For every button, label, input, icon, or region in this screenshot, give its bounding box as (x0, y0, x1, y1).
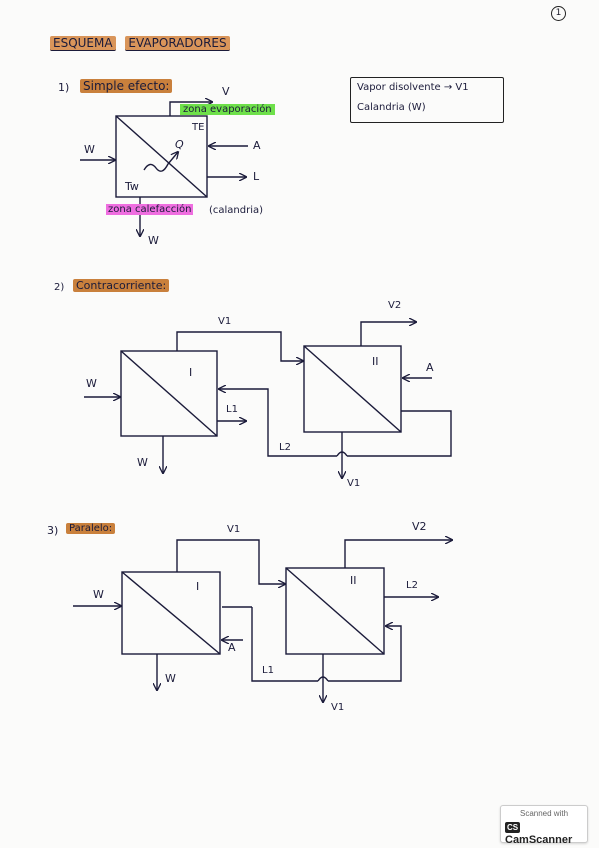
countercurrent-evaporators (84, 322, 452, 478)
s2-label-v1: V1 (218, 316, 232, 327)
s3-label-v1-out: V1 (331, 702, 345, 713)
s2-label-ii: II (372, 355, 379, 368)
evaporator-box (115, 115, 208, 198)
s2-label-i: I (189, 366, 193, 379)
s2-label-v2: V2 (388, 300, 402, 311)
section2-number: 2) (54, 282, 65, 293)
page-number: 1 (551, 6, 566, 21)
s2-label-w-out: W (137, 456, 148, 469)
note-line-2: Calandria (W) (357, 102, 426, 113)
l2-loop-right (347, 410, 452, 457)
header: ESQUEMA EVAPORADORES (50, 36, 230, 51)
l2-loop-left (219, 389, 337, 457)
v1-connection-3 (176, 539, 285, 584)
heat-flow-arrow (143, 152, 178, 172)
v2-outlet-arrow (360, 322, 416, 346)
effect-one-box (120, 350, 218, 437)
note-box (350, 77, 504, 123)
label-w-in: W (84, 143, 95, 156)
label-te: TE (192, 122, 205, 133)
vapor-outlet-arrow (169, 102, 212, 116)
camscanner-watermark: Scanned with CSCamScanner (500, 805, 588, 846)
s3-label-a: A (228, 641, 236, 654)
label-zona-evaporacion: zona evaporación (180, 104, 275, 115)
s3-label-i: I (196, 580, 200, 593)
l1-loop-right (328, 626, 402, 682)
label-l: L (253, 170, 260, 183)
effect-one-box-3 (121, 571, 221, 655)
effect-two-diagonal-3 (285, 567, 385, 655)
section1-title: Simple efecto: (80, 79, 173, 93)
s3-label-ii: II (350, 574, 357, 587)
label-q: Q (175, 138, 184, 151)
label-calandria: (calandria) (209, 205, 264, 216)
section1-number: 1) (58, 81, 70, 94)
s2-label-l2: L2 (279, 442, 291, 453)
s2-label-l1: L1 (226, 404, 238, 415)
label-zona-calefaccion: zona calefacción (106, 204, 194, 215)
l1-loop-left (251, 607, 318, 682)
v1-connection (176, 331, 303, 361)
watermark-brand: CSCamScanner (505, 822, 587, 846)
header-word-1: ESQUEMA (50, 36, 116, 51)
section3-title: Paralelo: (66, 523, 116, 534)
s3-label-l2: L2 (406, 580, 418, 591)
s3-label-v1: V1 (227, 524, 241, 535)
label-a: A (253, 139, 261, 152)
s3-label-l1: L1 (262, 665, 274, 676)
section3-number: 3) (47, 524, 59, 537)
effect-one-diagonal (120, 350, 218, 437)
s2-label-v1-out: V1 (347, 478, 361, 489)
label-tw: Tw (125, 180, 139, 193)
watermark-line-2: CamScanner (505, 834, 573, 846)
label-v: V (222, 85, 230, 98)
header-word-2: EVAPORADORES (125, 36, 230, 51)
s3-label-w-out: W (165, 672, 176, 685)
s3-label-v2: V2 (412, 520, 427, 533)
effect-one-diagonal-3 (121, 571, 221, 655)
s2-label-w-in: W (86, 377, 97, 390)
section2-title: Contracorriente: (73, 279, 170, 292)
effect-two-diagonal (303, 345, 402, 433)
evaporator-diagonal (115, 115, 208, 198)
v2-outlet-arrow-3 (344, 540, 452, 568)
effect-two-box-3 (285, 567, 385, 655)
note-line-1: Vapor disolvente → V1 (357, 82, 469, 93)
camscanner-logo-icon: CS (505, 822, 521, 833)
label-w-out: W (148, 234, 159, 247)
s3-label-w-in: W (93, 588, 104, 601)
parallel-evaporators (73, 540, 452, 702)
s2-label-a: A (426, 361, 434, 374)
single-effect-evaporator (80, 102, 248, 236)
watermark-line-1: Scanned with (519, 809, 569, 818)
effect-two-box (303, 345, 402, 433)
